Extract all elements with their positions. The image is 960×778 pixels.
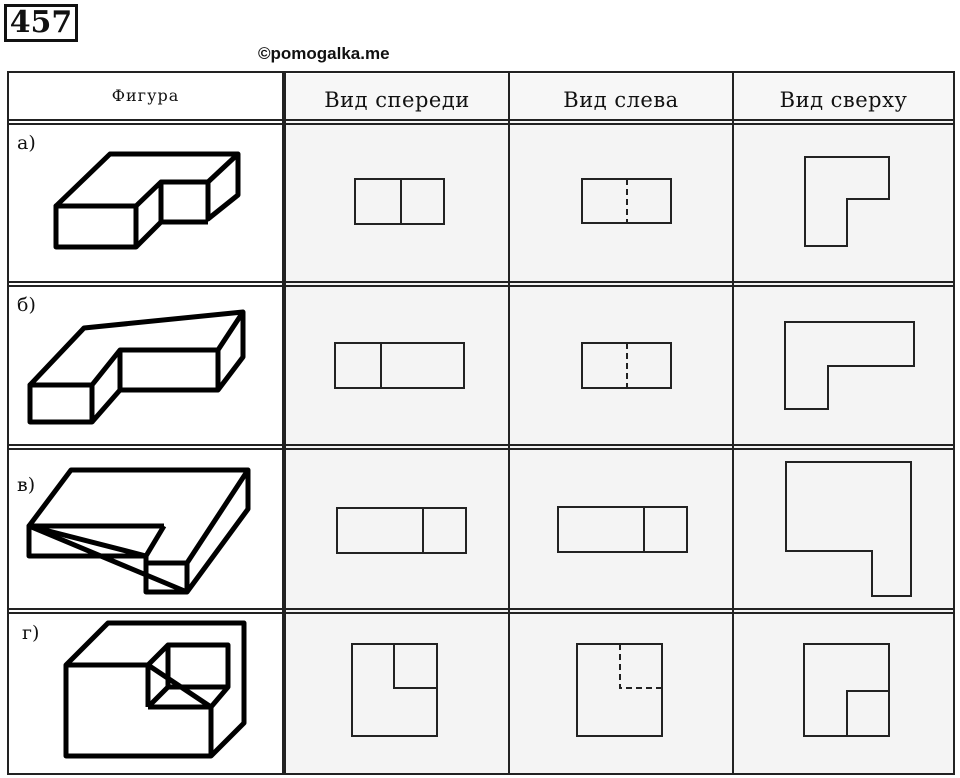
cell-backgrounds [283, 74, 953, 774]
header-top-view: Вид сверху [779, 88, 908, 112]
row-label-d: г) [22, 622, 40, 644]
row-label-b: б) [17, 294, 36, 316]
figure-b-icon [27, 309, 246, 425]
header-figure: Фигура [111, 86, 180, 105]
header-front-view: Вид спереди [324, 88, 470, 112]
row-label-a: а) [17, 132, 36, 154]
front-view-a [354, 178, 445, 225]
left-view-b [581, 342, 672, 389]
figure-d-icon [63, 620, 247, 759]
top-view-d [803, 643, 890, 737]
left-view-a [581, 178, 672, 224]
top-view-a [804, 156, 890, 247]
header-left-view: Вид слева [563, 88, 679, 112]
top-view-c [785, 461, 912, 597]
figure-c-icon [26, 467, 251, 595]
watermark: ©pomogalka.me [258, 44, 390, 63]
top-view-b [784, 321, 915, 410]
front-view-c [336, 507, 467, 554]
table-grid-lines [7, 71, 955, 775]
left-view-c [557, 506, 688, 553]
problem-number: 457 [4, 4, 78, 42]
front-view-b [334, 342, 465, 389]
row-label-c: в) [17, 474, 36, 496]
front-view-d [351, 643, 438, 737]
figure-a-icon [53, 151, 241, 250]
left-view-d [576, 643, 663, 737]
